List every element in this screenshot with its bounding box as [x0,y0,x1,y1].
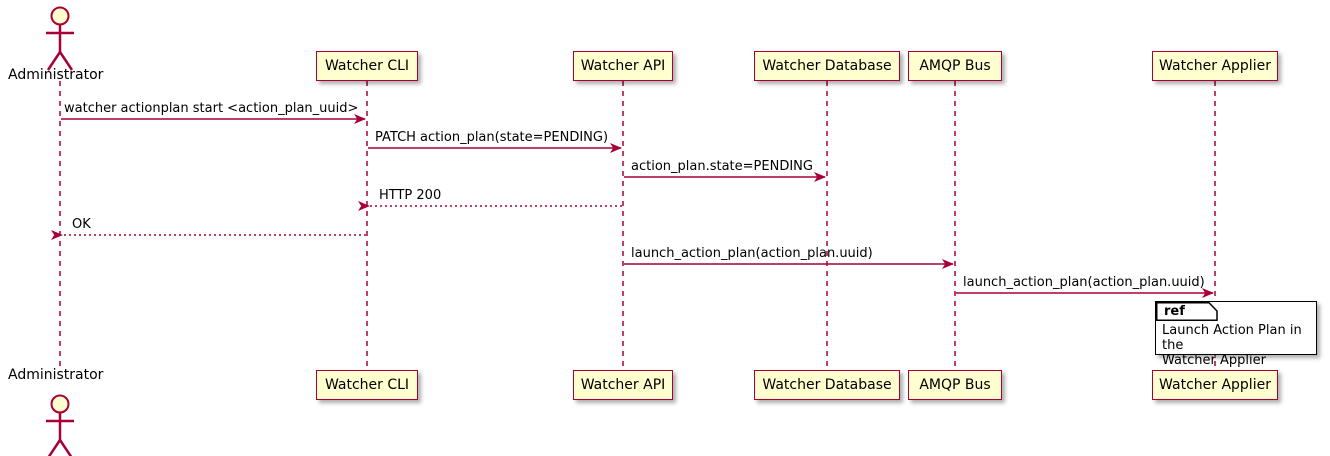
ref-fragment-box[interactable]: ref Launch Action Plan in the Watcher Ap… [1155,301,1317,368]
actor-label-administrator-top: Administrator [8,67,104,83]
message-label-4: HTTP 200 [379,188,442,203]
actor-head [50,6,70,26]
actor-label-administrator-bottom: Administrator [8,367,104,383]
participant-box-watcher_applier-top[interactable]: Watcher Applier [1152,51,1278,81]
actor-head [50,394,70,414]
participant-label-amqp_bus: AMQP Bus [919,377,991,393]
ref-body-line-2: Watcher Applier [1162,353,1266,368]
actor-figure-administrator[interactable] [46,394,74,456]
message-label-1: watcher actionplan start <action_plan_uu… [64,101,359,116]
ref-tab-shape [1156,302,1218,321]
actor-figure-administrator[interactable] [46,6,74,71]
participant-label-watcher_applier: Watcher Applier [1159,58,1271,74]
ref-body-line-1: Launch Action Plan in the [1162,323,1302,353]
actor-glyph-group [46,6,74,456]
participant-box-watcher_api-bottom[interactable]: Watcher API [573,370,673,400]
message-label-6: launch_action_plan(action_plan.uuid) [631,246,873,261]
participant-box-watcher_cli-top[interactable]: Watcher CLI [316,51,418,81]
ref-keyword-label: ref [1164,304,1185,319]
actor-leg-right [58,439,73,456]
participant-label-watcher_cli: Watcher CLI [324,377,410,393]
actor-leg-right [58,51,74,71]
participant-box-watcher_db-top[interactable]: Watcher Database [754,51,900,81]
participant-label-amqp_bus: AMQP Bus [919,58,991,74]
participant-label-watcher_api: Watcher API [580,58,666,74]
message-arrow-group [51,114,1214,298]
lifeline-group [59,81,1216,369]
participant-box-watcher_api-top[interactable]: Watcher API [573,51,673,81]
participant-box-amqp_bus-bottom[interactable]: AMQP Bus [908,370,1002,400]
message-label-3: action_plan.state=PENDING [631,159,813,174]
ref-body-text: Launch Action Plan in the Watcher Applie… [1162,323,1322,368]
participant-label-watcher_cli: Watcher CLI [324,58,410,74]
participant-label-watcher_applier: Watcher Applier [1159,377,1271,393]
message-label-2: PATCH action_plan(state=PENDING) [375,130,609,145]
participant-label-watcher_api: Watcher API [580,377,666,393]
participant-box-watcher_cli-bottom[interactable]: Watcher CLI [316,370,418,400]
actor-leg-left [47,439,62,456]
participant-label-watcher_db: Watcher Database [762,58,892,74]
participant-box-watcher_applier-bottom[interactable]: Watcher Applier [1152,370,1278,400]
actor-leg-left [46,51,62,71]
participant-label-watcher_db: Watcher Database [762,377,892,393]
message-label-7: launch_action_plan(action_plan.uuid) [963,275,1205,290]
participant-box-watcher_db-bottom[interactable]: Watcher Database [754,370,900,400]
message-label-5: OK [72,217,91,232]
participant-box-amqp_bus-top[interactable]: AMQP Bus [908,51,1002,81]
